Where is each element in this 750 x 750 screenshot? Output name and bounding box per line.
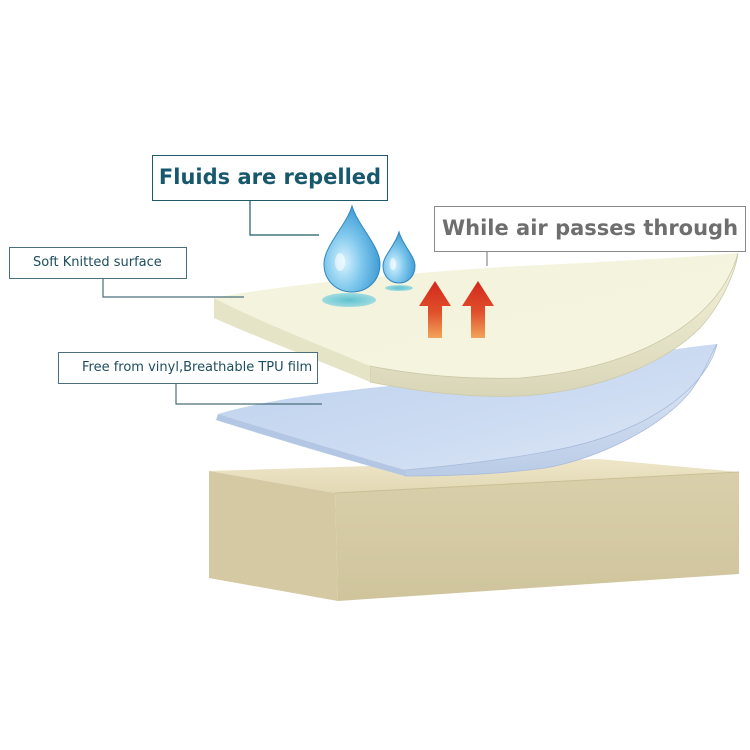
up-arrow-icon — [419, 281, 494, 338]
foam-base-layer — [209, 459, 740, 601]
water-puddle-icon — [322, 285, 413, 307]
leader-lines — [102, 201, 488, 405]
water-droplet-icon — [323, 204, 416, 293]
callout-soft-knitted-surface: Soft Knitted surface — [9, 247, 187, 279]
callout-air-passes-through: While air passes through — [434, 206, 746, 252]
callout-fluids-repelled: Fluids are repelled — [152, 155, 388, 201]
callout-tpu-film: Free from vinyl,Breathable TPU film — [58, 352, 318, 384]
